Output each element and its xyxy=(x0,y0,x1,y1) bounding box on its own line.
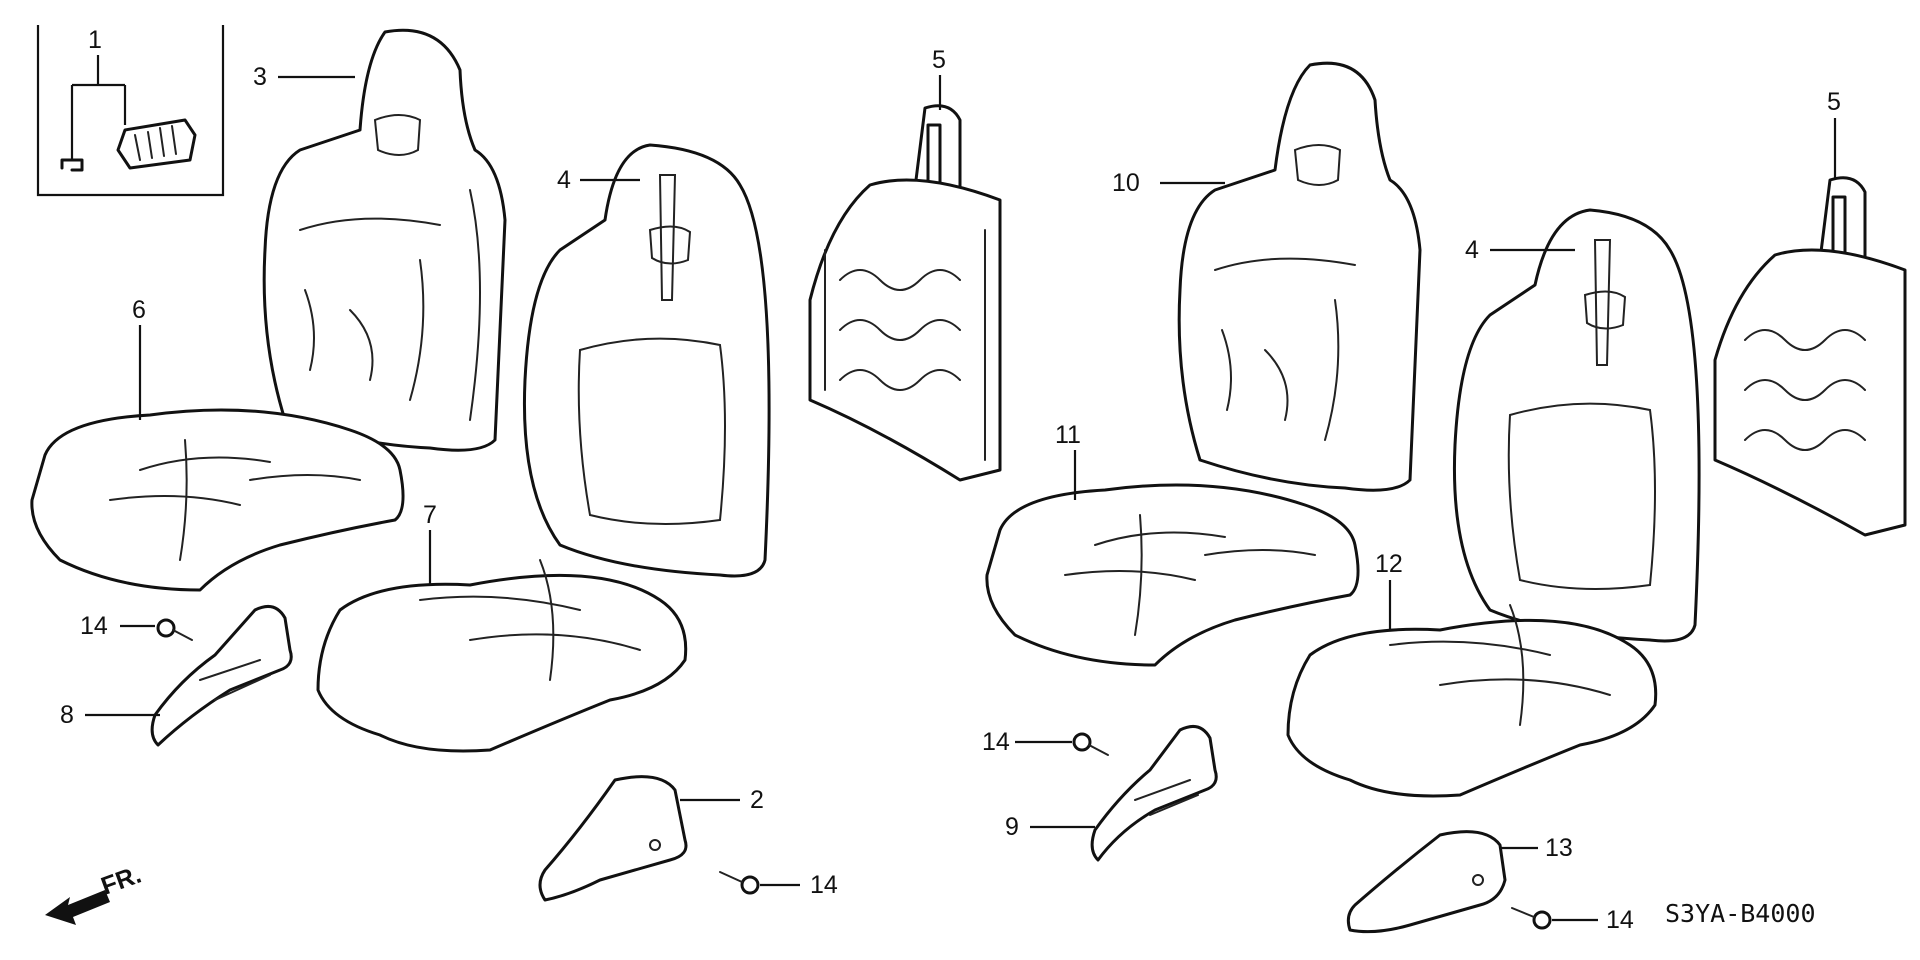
callout-numbers: 1 3 4 5 6 7 8 14 2 14 10 11 14 9 12 13 1… xyxy=(60,26,1841,934)
part-1-inset xyxy=(36,25,225,197)
part-9-inner-cover xyxy=(1090,724,1218,862)
part-5-seatback-frame-right xyxy=(1713,176,1907,537)
front-arrow-icon xyxy=(45,890,110,925)
leader-lines xyxy=(85,75,1837,922)
part-6-cushion-cover xyxy=(30,408,405,592)
callout-8: 8 xyxy=(60,701,74,729)
part-13-side-cover xyxy=(1346,830,1507,934)
callout-6: 6 xyxy=(132,296,146,324)
part-14-screw-left-upper xyxy=(156,618,193,641)
callout-3: 3 xyxy=(253,63,267,91)
part-4-seatback-pad-right xyxy=(1452,208,1701,643)
front-direction-indicator: FR. xyxy=(45,861,145,925)
part-14-screw-right-lower xyxy=(1511,907,1552,930)
callout-12: 12 xyxy=(1375,550,1403,578)
part-2-side-cover xyxy=(538,775,688,902)
part-8-inner-cover xyxy=(150,604,293,747)
part-12-cushion-pad xyxy=(1286,604,1658,798)
part-3-seatback-cover xyxy=(262,28,507,452)
callout-5-left: 5 xyxy=(932,46,946,74)
callout-5-right: 5 xyxy=(1827,88,1841,116)
callout-11: 11 xyxy=(1055,421,1081,449)
callout-7: 7 xyxy=(423,501,437,529)
part-10-seatback-cover xyxy=(1177,61,1422,492)
callout-14-left-lower: 14 xyxy=(810,871,838,899)
callout-4-right: 4 xyxy=(1465,236,1479,264)
callout-13: 13 xyxy=(1545,834,1573,862)
callout-4-left: 4 xyxy=(557,166,571,194)
part-7-cushion-pad xyxy=(316,559,688,753)
diagram-code: S3YA-B4000 xyxy=(1665,899,1816,928)
part-11-cushion-cover xyxy=(985,483,1360,667)
front-direction-label: FR. xyxy=(97,861,144,901)
callout-1: 1 xyxy=(88,26,102,54)
callout-2: 2 xyxy=(750,786,764,814)
callout-10: 10 xyxy=(1112,169,1140,197)
callout-14-right-upper: 14 xyxy=(982,728,1010,756)
part-5-seatback-frame-left xyxy=(808,104,1002,482)
callout-14-left-upper: 14 xyxy=(80,612,108,640)
part-4-seatback-pad-left xyxy=(522,143,771,578)
part-14-screw-left-lower xyxy=(719,871,760,895)
part-14-screw-right-upper xyxy=(1072,732,1109,756)
callout-14-right-lower: 14 xyxy=(1606,906,1634,934)
callout-9: 9 xyxy=(1005,813,1019,841)
